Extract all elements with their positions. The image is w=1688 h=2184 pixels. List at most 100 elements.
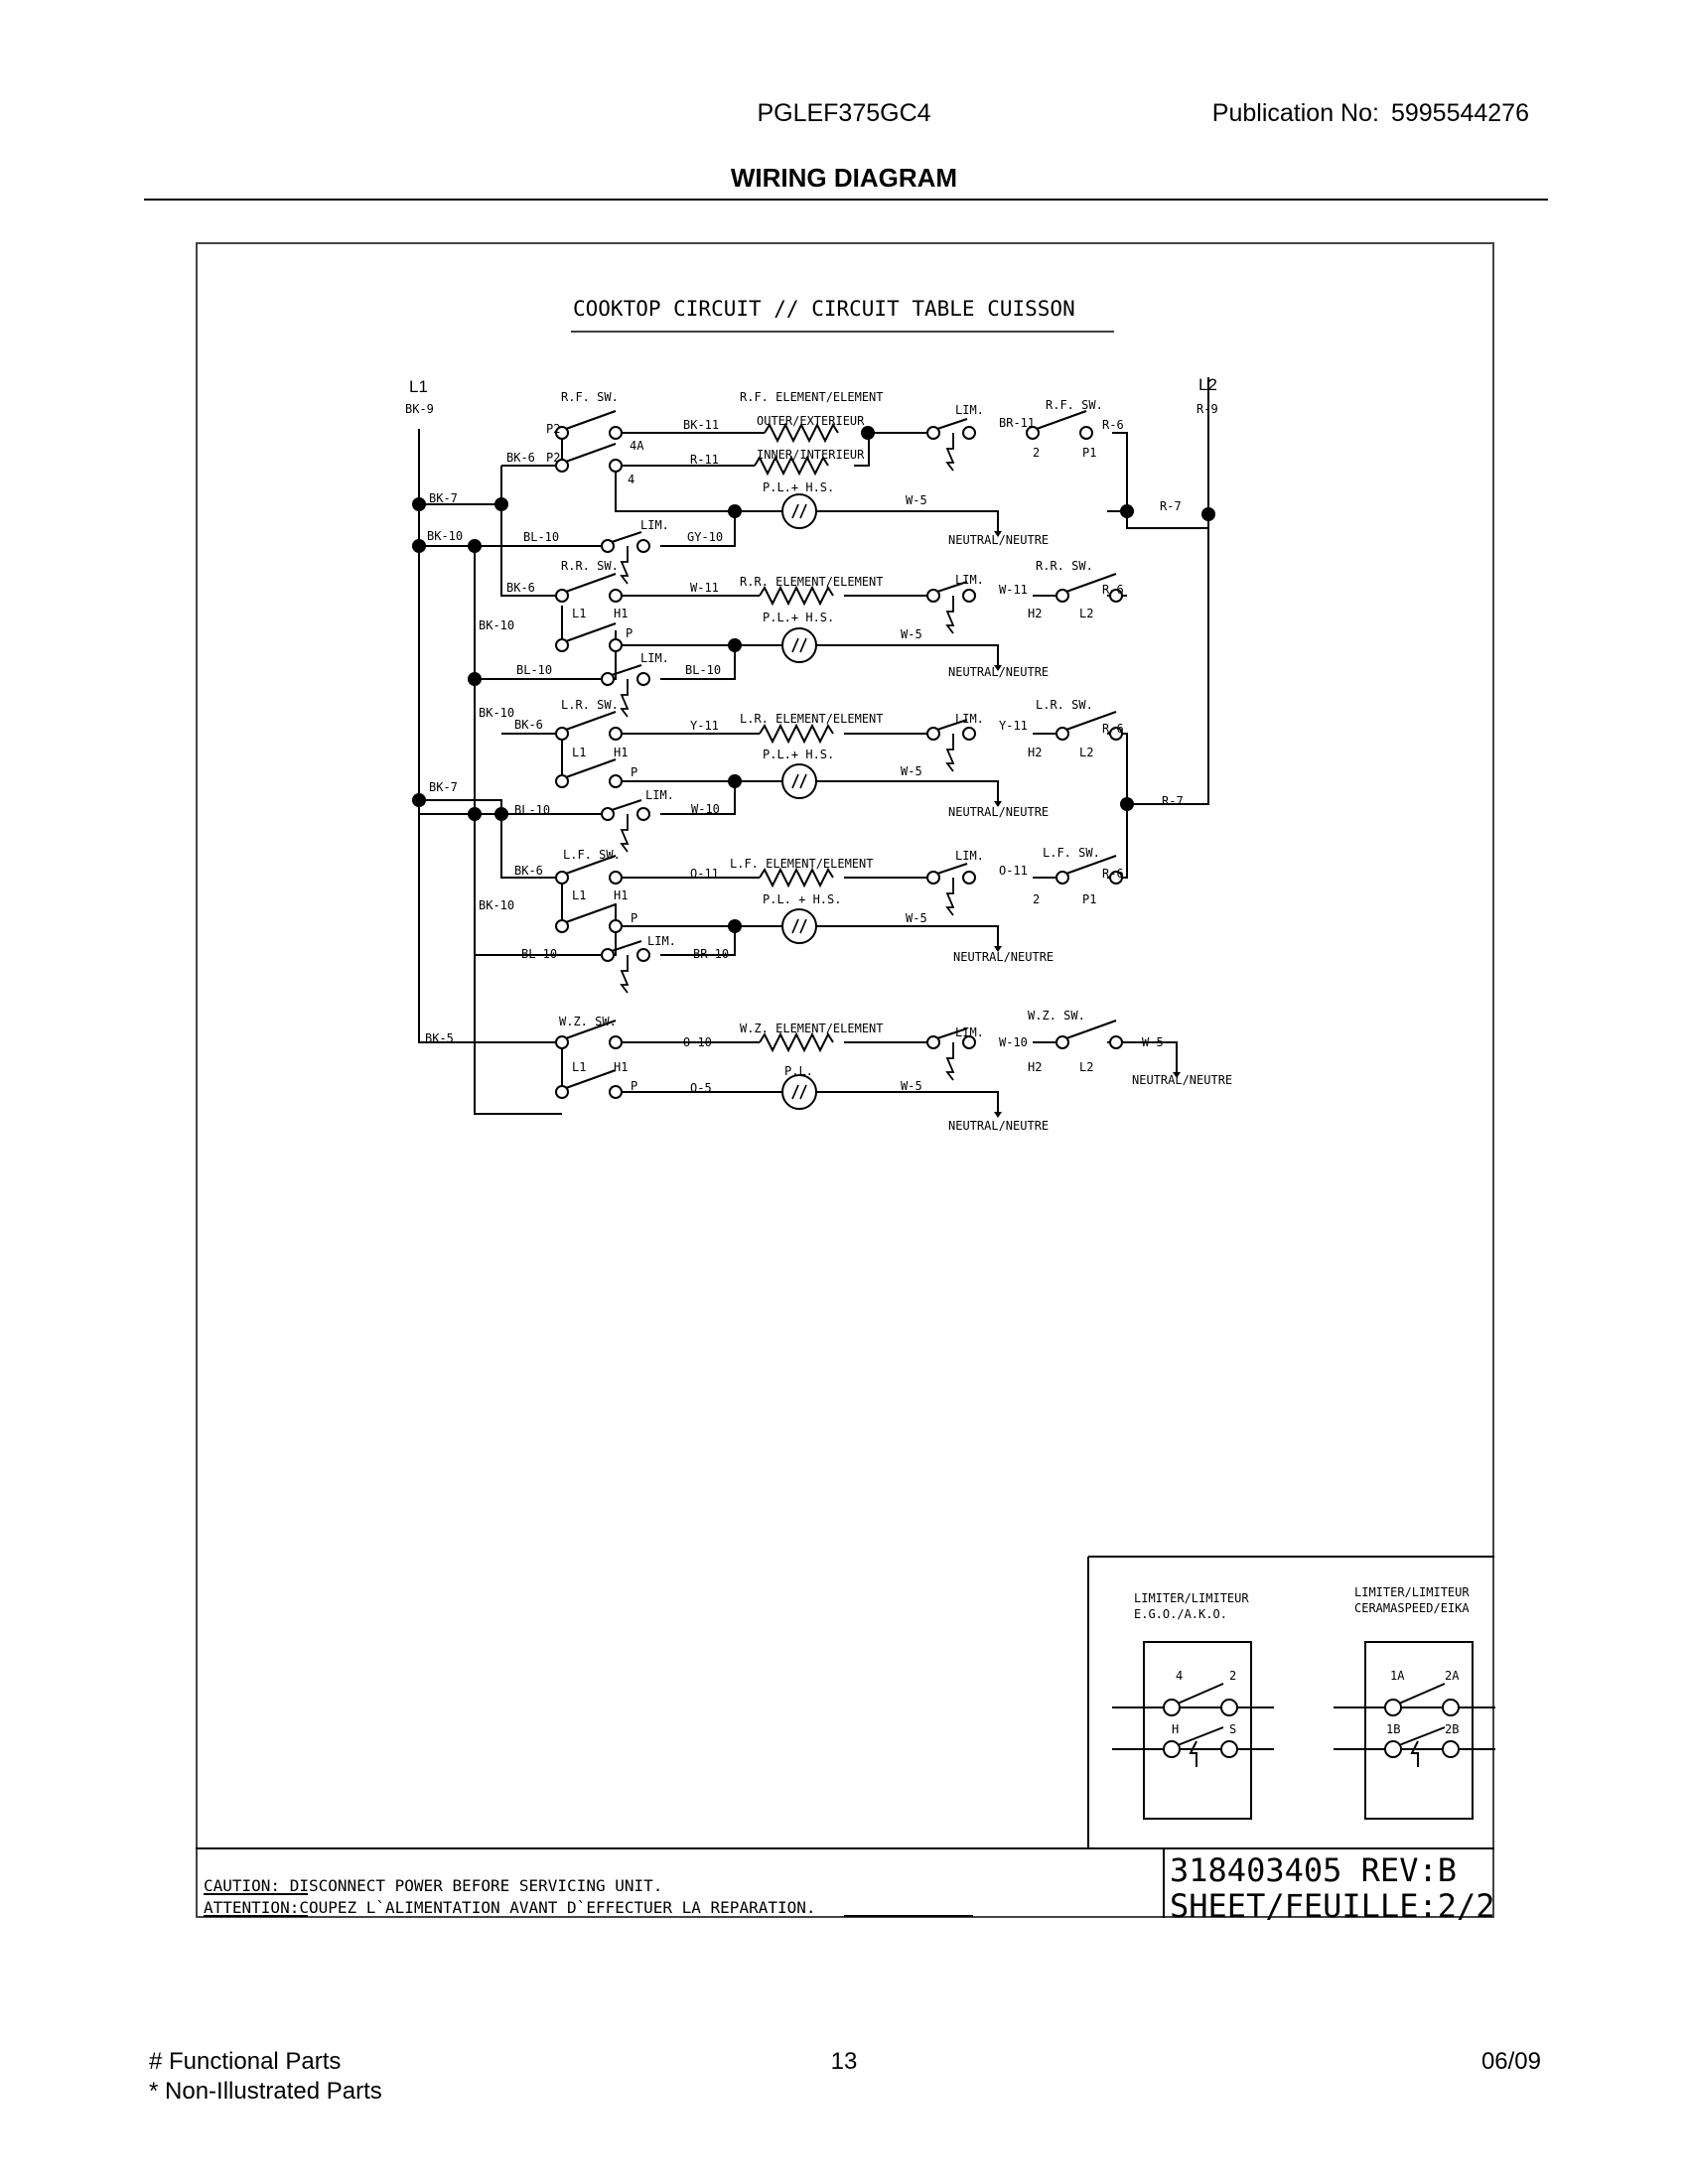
rr-r6: R-6: [1102, 583, 1124, 597]
lf-br10: BR-10: [693, 947, 729, 961]
rf-r7: R-7: [1160, 499, 1182, 513]
page-number: 13: [830, 2048, 858, 2075]
wz-element-label: W.Z. ELEMENT/ELEMENT: [740, 1022, 884, 1035]
rr-bk10: BK-10: [479, 618, 514, 632]
part-number: 318403405 REV:B: [1170, 1851, 1457, 1889]
lf-l1: L1: [572, 888, 586, 902]
lf-t2: 2: [1033, 892, 1040, 906]
lr-switch-right: L.R. SW.: [1036, 698, 1093, 712]
footer-functional-parts: # Functional Parts: [149, 2048, 342, 2075]
model-number: PGLEF375GC4: [757, 99, 931, 127]
lr-l2: L2: [1079, 746, 1093, 759]
lf-switch-right: L.F. SW.: [1043, 846, 1100, 860]
rr-p: P: [626, 626, 633, 640]
rr-w11b: W-11: [999, 583, 1028, 597]
lr-lim2: LIM.: [645, 788, 674, 802]
rf-t4a: 4A: [630, 439, 644, 453]
lr-lim: LIM.: [955, 712, 984, 726]
lr-h2: H2: [1028, 746, 1042, 759]
rr-h1: H1: [614, 607, 628, 620]
limiter-ls: S: [1229, 1722, 1236, 1736]
rf-wire-r11: R-11: [690, 453, 719, 467]
rr-l1: L1: [572, 607, 586, 620]
wz-switch-right: W.Z. SW.: [1028, 1009, 1085, 1023]
rr-w5: W-5: [901, 627, 922, 641]
lf-r6: R-6: [1102, 867, 1124, 881]
lr-bk7: BK-7: [429, 780, 458, 794]
wz-w5a: W-5: [1142, 1035, 1164, 1049]
limiter-legend: [196, 1556, 1495, 1918]
limiter-lh: H: [1172, 1722, 1179, 1736]
lr-switch-left: L.R. SW.: [561, 698, 619, 712]
rf-gy10: GY-10: [687, 530, 723, 544]
lf-bk10: BK-10: [479, 898, 514, 912]
lr-l1: L1: [572, 746, 586, 759]
rf-bk6: BK-6: [506, 451, 535, 465]
attention-text: COUPEZ L`ALIMENTATION AVANT D`EFFECTUER …: [299, 1898, 815, 1917]
rf-pl-hs: P.L.+ H.S.: [763, 480, 834, 494]
label-r9: R-9: [1196, 402, 1218, 416]
lf-p1: P1: [1082, 892, 1096, 906]
label-l2: L2: [1198, 375, 1217, 394]
footer-non-illustrated-parts: * Non-Illustrated Parts: [149, 2078, 382, 2105]
rr-neutral: NEUTRAL/NEUTRE: [948, 665, 1049, 679]
rf-t4: 4: [628, 473, 634, 486]
rf-switch-left: R.F. SW.: [561, 390, 619, 404]
lr-r6: R-6: [1102, 722, 1124, 736]
wz-h2: H2: [1028, 1060, 1042, 1074]
rf-t2: 2: [1033, 446, 1040, 460]
lr-w10: W-10: [691, 802, 720, 816]
lr-bk6: BK-6: [514, 718, 543, 732]
rf-p1: P1: [1082, 446, 1096, 460]
lf-bk6: BK-6: [514, 864, 543, 878]
rf-bk7: BK-7: [429, 491, 458, 505]
rf-inner-label: INNER/INTERIEUR: [757, 448, 865, 462]
rf-wire-bk11: BK-11: [683, 418, 719, 432]
rf-r6: R-6: [1102, 418, 1124, 432]
lr-h1: H1: [614, 746, 628, 759]
rr-lim2: LIM.: [640, 651, 669, 665]
rf-p2a: P2: [546, 422, 560, 436]
rf-lim: LIM.: [955, 403, 984, 417]
rr-switch-left: R.R. SW.: [561, 559, 619, 573]
rf-neutral: NEUTRAL/NEUTRE: [948, 533, 1049, 547]
lr-bl10: BL-10: [514, 803, 550, 817]
lf-element-label: L.F. ELEMENT/ELEMENT: [730, 857, 874, 871]
rf-lim2: LIM.: [640, 518, 669, 532]
lf-o11: O-11: [690, 867, 719, 881]
lf-neutral: NEUTRAL/NEUTRE: [953, 950, 1054, 964]
rr-l2: L2: [1079, 607, 1093, 620]
limiter-l4: 4: [1176, 1669, 1183, 1683]
wz-h1: H1: [614, 1060, 628, 1074]
rf-outer-label: OUTER/EXTERIEUR: [757, 414, 865, 428]
lr-pl-hs: P.L.+ H.S.: [763, 748, 834, 761]
rr-switch-right: R.R. SW.: [1036, 559, 1093, 573]
wz-l1: L1: [572, 1060, 586, 1074]
limiter-l2: 2: [1229, 1669, 1236, 1683]
rr-bk6: BK-6: [506, 581, 535, 595]
limiter-r2b: 2B: [1445, 1722, 1459, 1736]
limiter-right-title1: LIMITER/LIMITEUR: [1354, 1585, 1470, 1599]
attention-label: ATTENTION:: [204, 1898, 299, 1917]
lr-bk10: BK-10: [479, 706, 514, 720]
rr-element-label: R.R. ELEMENT/ELEMENT: [740, 575, 884, 589]
rr-h2: H2: [1028, 607, 1042, 620]
rf-switch-right: R.F. SW.: [1046, 398, 1103, 412]
lf-lim: LIM.: [955, 849, 984, 863]
lf-pl-hs: P.L. + H.S.: [763, 892, 841, 906]
wz-l2: L2: [1079, 1060, 1093, 1074]
lf-p: P: [631, 911, 637, 925]
rr-bl10: BL-10: [516, 663, 552, 677]
lr-element-label: L.R. ELEMENT/ELEMENT: [740, 712, 884, 726]
lf-bl10: BL-10: [521, 947, 557, 961]
rf-p2b: P2: [546, 451, 560, 465]
lf-switch-left: L.F. SW.: [563, 848, 621, 862]
footer-date: 06/09: [1480, 2048, 1541, 2075]
limiter-left-title1: LIMITER/LIMITEUR: [1134, 1591, 1249, 1605]
publication-info: Publication No:5995544276: [1212, 99, 1529, 128]
limiter-r1b: 1B: [1386, 1722, 1400, 1736]
wz-switch-left: W.Z. SW.: [559, 1015, 617, 1028]
label-bk9: BK-9: [405, 402, 434, 416]
sheet-number: SHEET/FEUILLE:2/2: [1170, 1887, 1495, 1925]
